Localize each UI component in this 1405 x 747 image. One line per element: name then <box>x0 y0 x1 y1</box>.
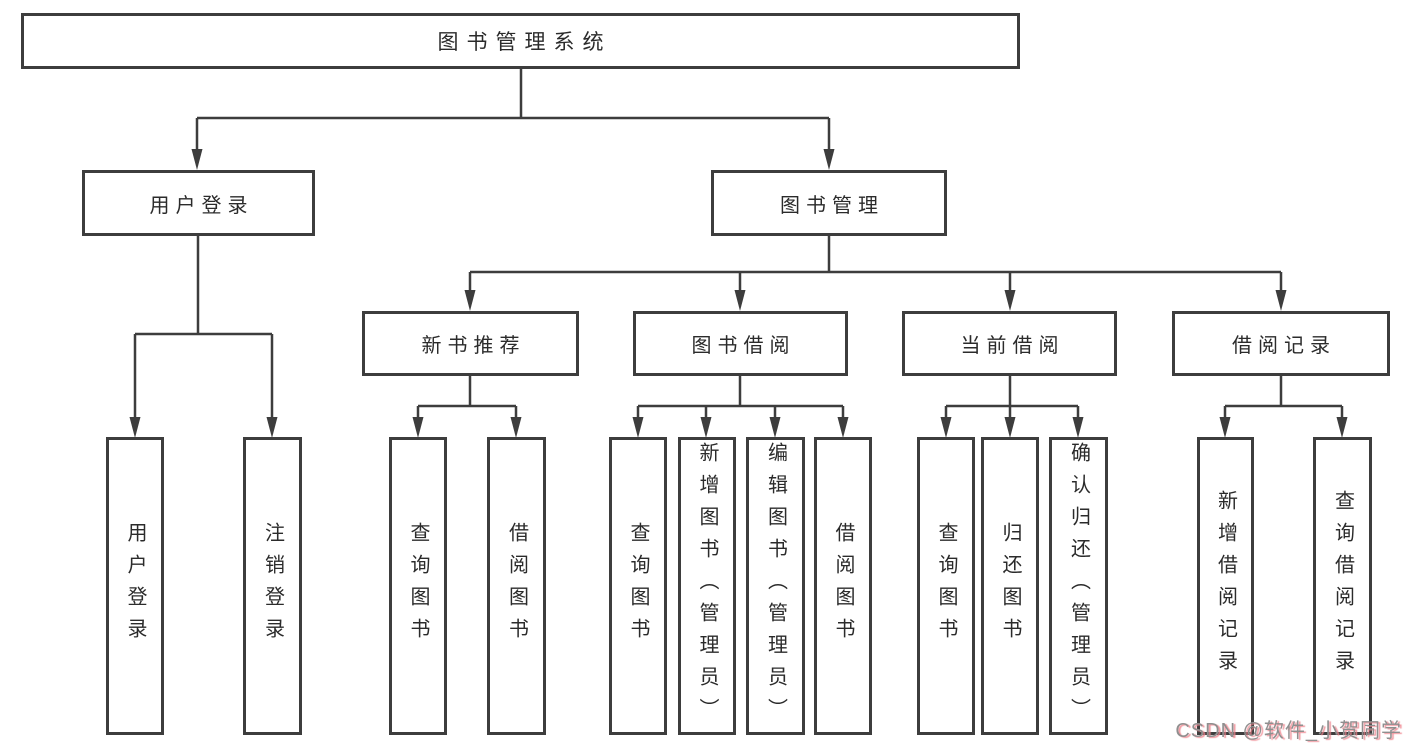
node-library-system-root: 图书管理系统 <box>21 13 1020 69</box>
arrowhead-down <box>510 417 522 438</box>
arrowhead-down <box>823 149 835 170</box>
node-query-borrow-record: 查询借阅记录 <box>1313 437 1372 735</box>
arrowhead-down <box>412 417 424 438</box>
node-current-borrowing: 当前借阅 <box>902 311 1117 376</box>
node-query-books-borrow: 查询图书 <box>609 437 667 735</box>
watermark: CSDN @软件_小贺同学 <box>1175 720 1402 742</box>
arrowhead-down <box>632 417 644 438</box>
arrowhead-down <box>1219 417 1231 438</box>
arrowhead-down <box>464 290 476 311</box>
arrowhead-down <box>1275 290 1287 311</box>
node-borrow-books: 借阅图书 <box>814 437 872 735</box>
node-edit-book-admin: 编辑图书（管理员） <box>746 437 805 735</box>
node-query-books-current: 查询图书 <box>917 437 975 735</box>
arrowhead-down <box>129 417 141 438</box>
node-logout: 注销登录 <box>243 437 302 735</box>
arrowhead-down <box>1072 417 1084 438</box>
arrowhead-down <box>1004 290 1016 311</box>
node-book-management: 图书管理 <box>711 170 947 236</box>
arrowhead-down <box>734 290 746 311</box>
connector-recommend-children <box>416 376 518 420</box>
connector-root-to-level2 <box>195 69 831 151</box>
node-borrowing-records: 借阅记录 <box>1172 311 1390 376</box>
arrowhead-down <box>837 417 849 438</box>
arrowhead-down <box>1004 417 1016 438</box>
arrowhead-down <box>191 149 203 170</box>
node-user-login-group: 用户登录 <box>82 170 315 236</box>
node-query-books-recommend: 查询图书 <box>389 437 447 735</box>
arrowhead-down <box>266 417 278 438</box>
connector-borrow-children <box>636 376 845 420</box>
connector-records-children <box>1223 376 1344 420</box>
connector-book-mgmt-to-level3 <box>468 236 1283 293</box>
arrowhead-down <box>769 417 781 438</box>
node-confirm-return-admin: 确认归还（管理员） <box>1049 437 1108 735</box>
node-new-book-recommend: 新书推荐 <box>362 311 579 376</box>
connector-current-children <box>944 376 1080 420</box>
node-add-borrow-record: 新增借阅记录 <box>1197 437 1254 735</box>
arrowhead-down <box>700 417 712 438</box>
node-user-login: 用户登录 <box>106 437 164 735</box>
node-add-book-admin: 新增图书（管理员） <box>678 437 736 735</box>
connector-user-login-children <box>133 236 274 420</box>
node-book-borrowing: 图书借阅 <box>633 311 848 376</box>
arrowhead-down <box>1336 417 1348 438</box>
node-return-book: 归还图书 <box>981 437 1039 735</box>
node-borrow-books-recommend: 借阅图书 <box>487 437 546 735</box>
arrowhead-down <box>940 417 952 438</box>
